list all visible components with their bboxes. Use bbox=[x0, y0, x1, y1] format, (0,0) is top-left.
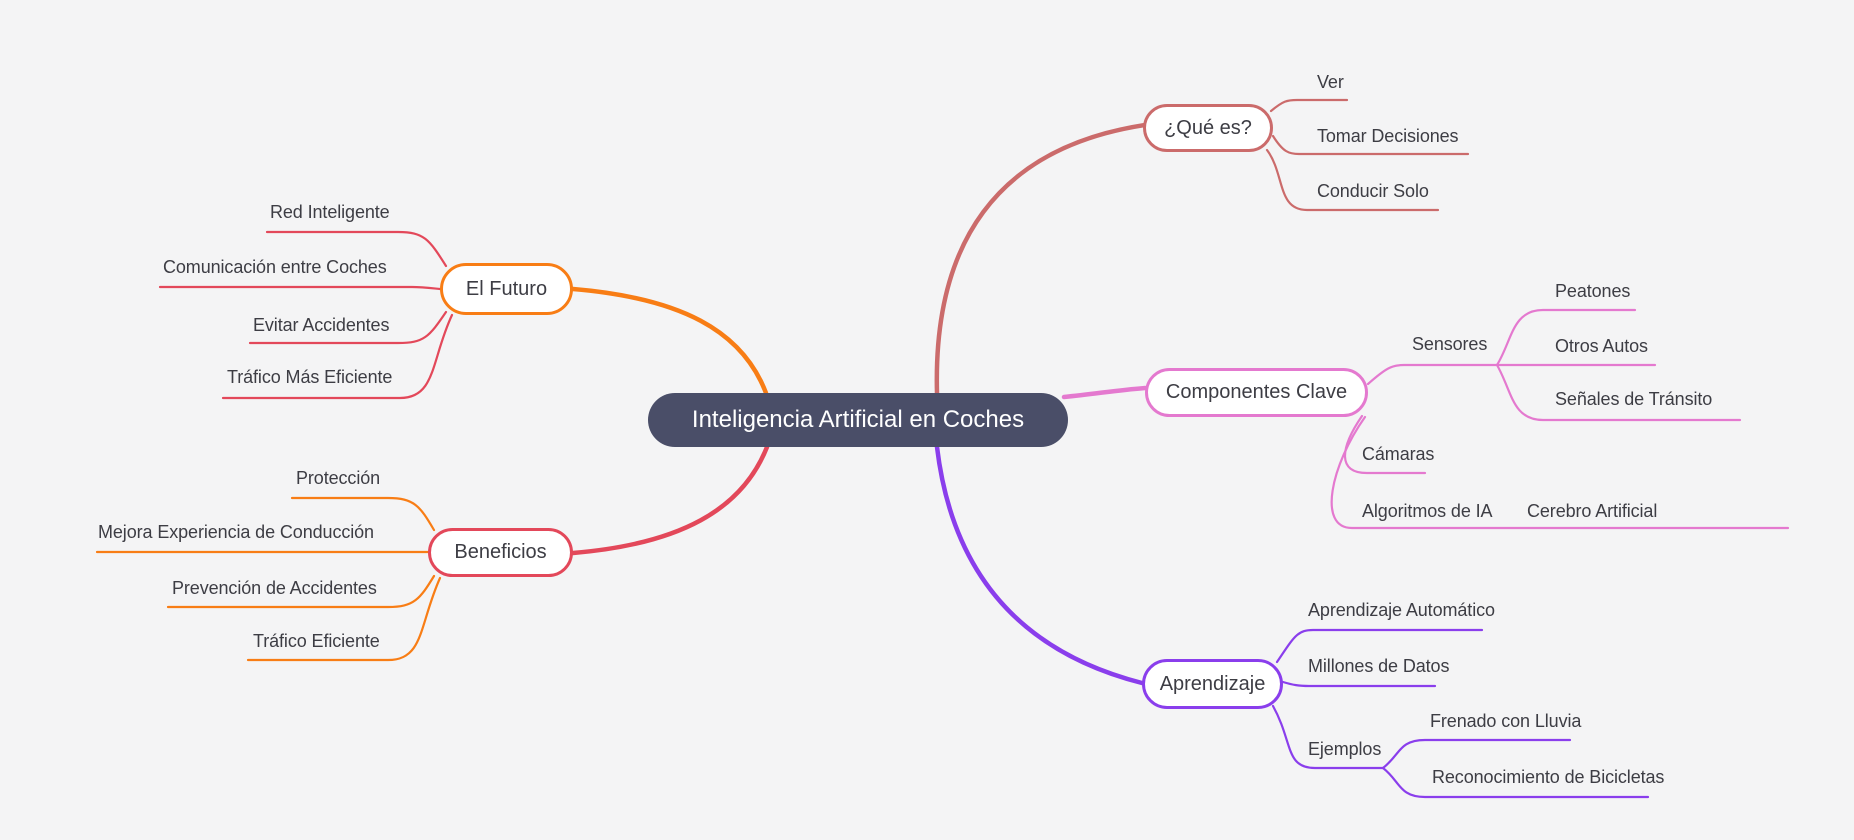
node-el-futuro-label: El Futuro bbox=[465, 277, 548, 300]
leaf-frenado-con-lluvia[interactable]: Frenado con Lluvia bbox=[1430, 711, 1582, 731]
leaf-mejora-experiencia[interactable]: Mejora Experiencia de Conducción bbox=[98, 522, 374, 542]
link-center-que-es bbox=[934, 122, 1148, 396]
leaf-camaras[interactable]: Cámaras bbox=[1362, 444, 1435, 464]
node-beneficios[interactable]: Beneficios bbox=[428, 528, 573, 577]
link-evitar-accidentes bbox=[248, 310, 448, 345]
link-proteccion bbox=[290, 496, 436, 532]
link-red-inteligente bbox=[265, 230, 448, 268]
leaf-trafico-mas-eficiente[interactable]: Tráfico Más Eficiente bbox=[227, 367, 393, 387]
leaf-cerebro-artificial[interactable]: Cerebro Artificial bbox=[1527, 501, 1658, 521]
link-trafico-mas-eficiente bbox=[221, 313, 454, 400]
link-ejemplos bbox=[1271, 704, 1385, 770]
node-componentes-clave-label: Componentes Clave bbox=[1165, 381, 1348, 403]
node-que-es-label: ¿Qué es? bbox=[1164, 116, 1252, 139]
link-algoritmos-de-ia bbox=[1330, 415, 1790, 530]
leaf-otros-autos[interactable]: Otros Autos bbox=[1555, 336, 1648, 356]
node-el-futuro[interactable]: El Futuro bbox=[440, 263, 573, 315]
leaf-sensores[interactable]: Sensores bbox=[1412, 334, 1488, 354]
link-aprendizaje-automatico bbox=[1275, 628, 1484, 664]
link-sensores bbox=[1366, 363, 1499, 386]
link-tomar-decisiones bbox=[1271, 134, 1470, 156]
link-trafico-eficiente bbox=[246, 576, 442, 662]
link-frenado-con-lluvia bbox=[1381, 738, 1572, 770]
leaf-tomar-decisiones[interactable]: Tomar Decisiones bbox=[1317, 126, 1459, 146]
link-comunicacion-entre-coches bbox=[158, 285, 442, 291]
link-millones-de-datos bbox=[1281, 680, 1437, 688]
link-camaras bbox=[1343, 414, 1427, 475]
leaf-red-inteligente[interactable]: Red Inteligente bbox=[270, 202, 390, 222]
node-componentes-clave[interactable]: Componentes Clave bbox=[1145, 368, 1368, 417]
node-aprendizaje-label: Aprendizaje bbox=[1159, 672, 1266, 695]
leaf-aprendizaje-automatico[interactable]: Aprendizaje Automático bbox=[1308, 600, 1495, 620]
link-center-el-futuro bbox=[570, 286, 769, 396]
node-que-es[interactable]: ¿Qué es? bbox=[1143, 104, 1273, 152]
link-reconocimiento-de-bicicletas bbox=[1381, 766, 1650, 799]
leaf-senales-de-transito[interactable]: Señales de Tránsito bbox=[1555, 389, 1713, 409]
link-conducir-solo bbox=[1265, 148, 1440, 212]
leaf-proteccion[interactable]: Protección bbox=[296, 468, 381, 488]
leaf-ver[interactable]: Ver bbox=[1317, 72, 1344, 92]
node-beneficios-label: Beneficios bbox=[454, 541, 547, 563]
leaf-evitar-accidentes[interactable]: Evitar Accidentes bbox=[253, 315, 390, 335]
node-aprendizaje[interactable]: Aprendizaje bbox=[1142, 659, 1283, 709]
link-center-beneficios bbox=[570, 444, 770, 556]
link-prevencion-de-accidentes bbox=[166, 574, 436, 609]
link-peatones bbox=[1495, 308, 1637, 367]
leaf-algoritmos-de-ia[interactable]: Algoritmos de IA bbox=[1362, 501, 1493, 521]
leaf-conducir-solo[interactable]: Conducir Solo bbox=[1317, 181, 1429, 201]
leaf-ejemplos[interactable]: Ejemplos bbox=[1308, 739, 1382, 759]
link-ver bbox=[1269, 98, 1349, 113]
leaf-comunicacion-entre-coches[interactable]: Comunicación entre Coches bbox=[163, 257, 387, 277]
leaf-prevencion-de-accidentes[interactable]: Prevención de Accidentes bbox=[172, 578, 377, 598]
link-center-aprendizaje bbox=[934, 444, 1145, 686]
leaf-peatones[interactable]: Peatones bbox=[1555, 281, 1631, 301]
leaf-trafico-eficiente[interactable]: Tráfico Eficiente bbox=[253, 631, 380, 651]
leaf-reconocimiento-de-bicicletas[interactable]: Reconocimiento de Bicicletas bbox=[1432, 767, 1665, 787]
link-senales-de-transito bbox=[1495, 363, 1742, 422]
root-node-label: Inteligencia Artificial en Coches bbox=[691, 406, 1025, 433]
leaf-millones-de-datos[interactable]: Millones de Datos bbox=[1308, 656, 1450, 676]
root-node[interactable]: Inteligencia Artificial en Coches bbox=[648, 393, 1068, 447]
link-center-componentes bbox=[1061, 385, 1148, 400]
